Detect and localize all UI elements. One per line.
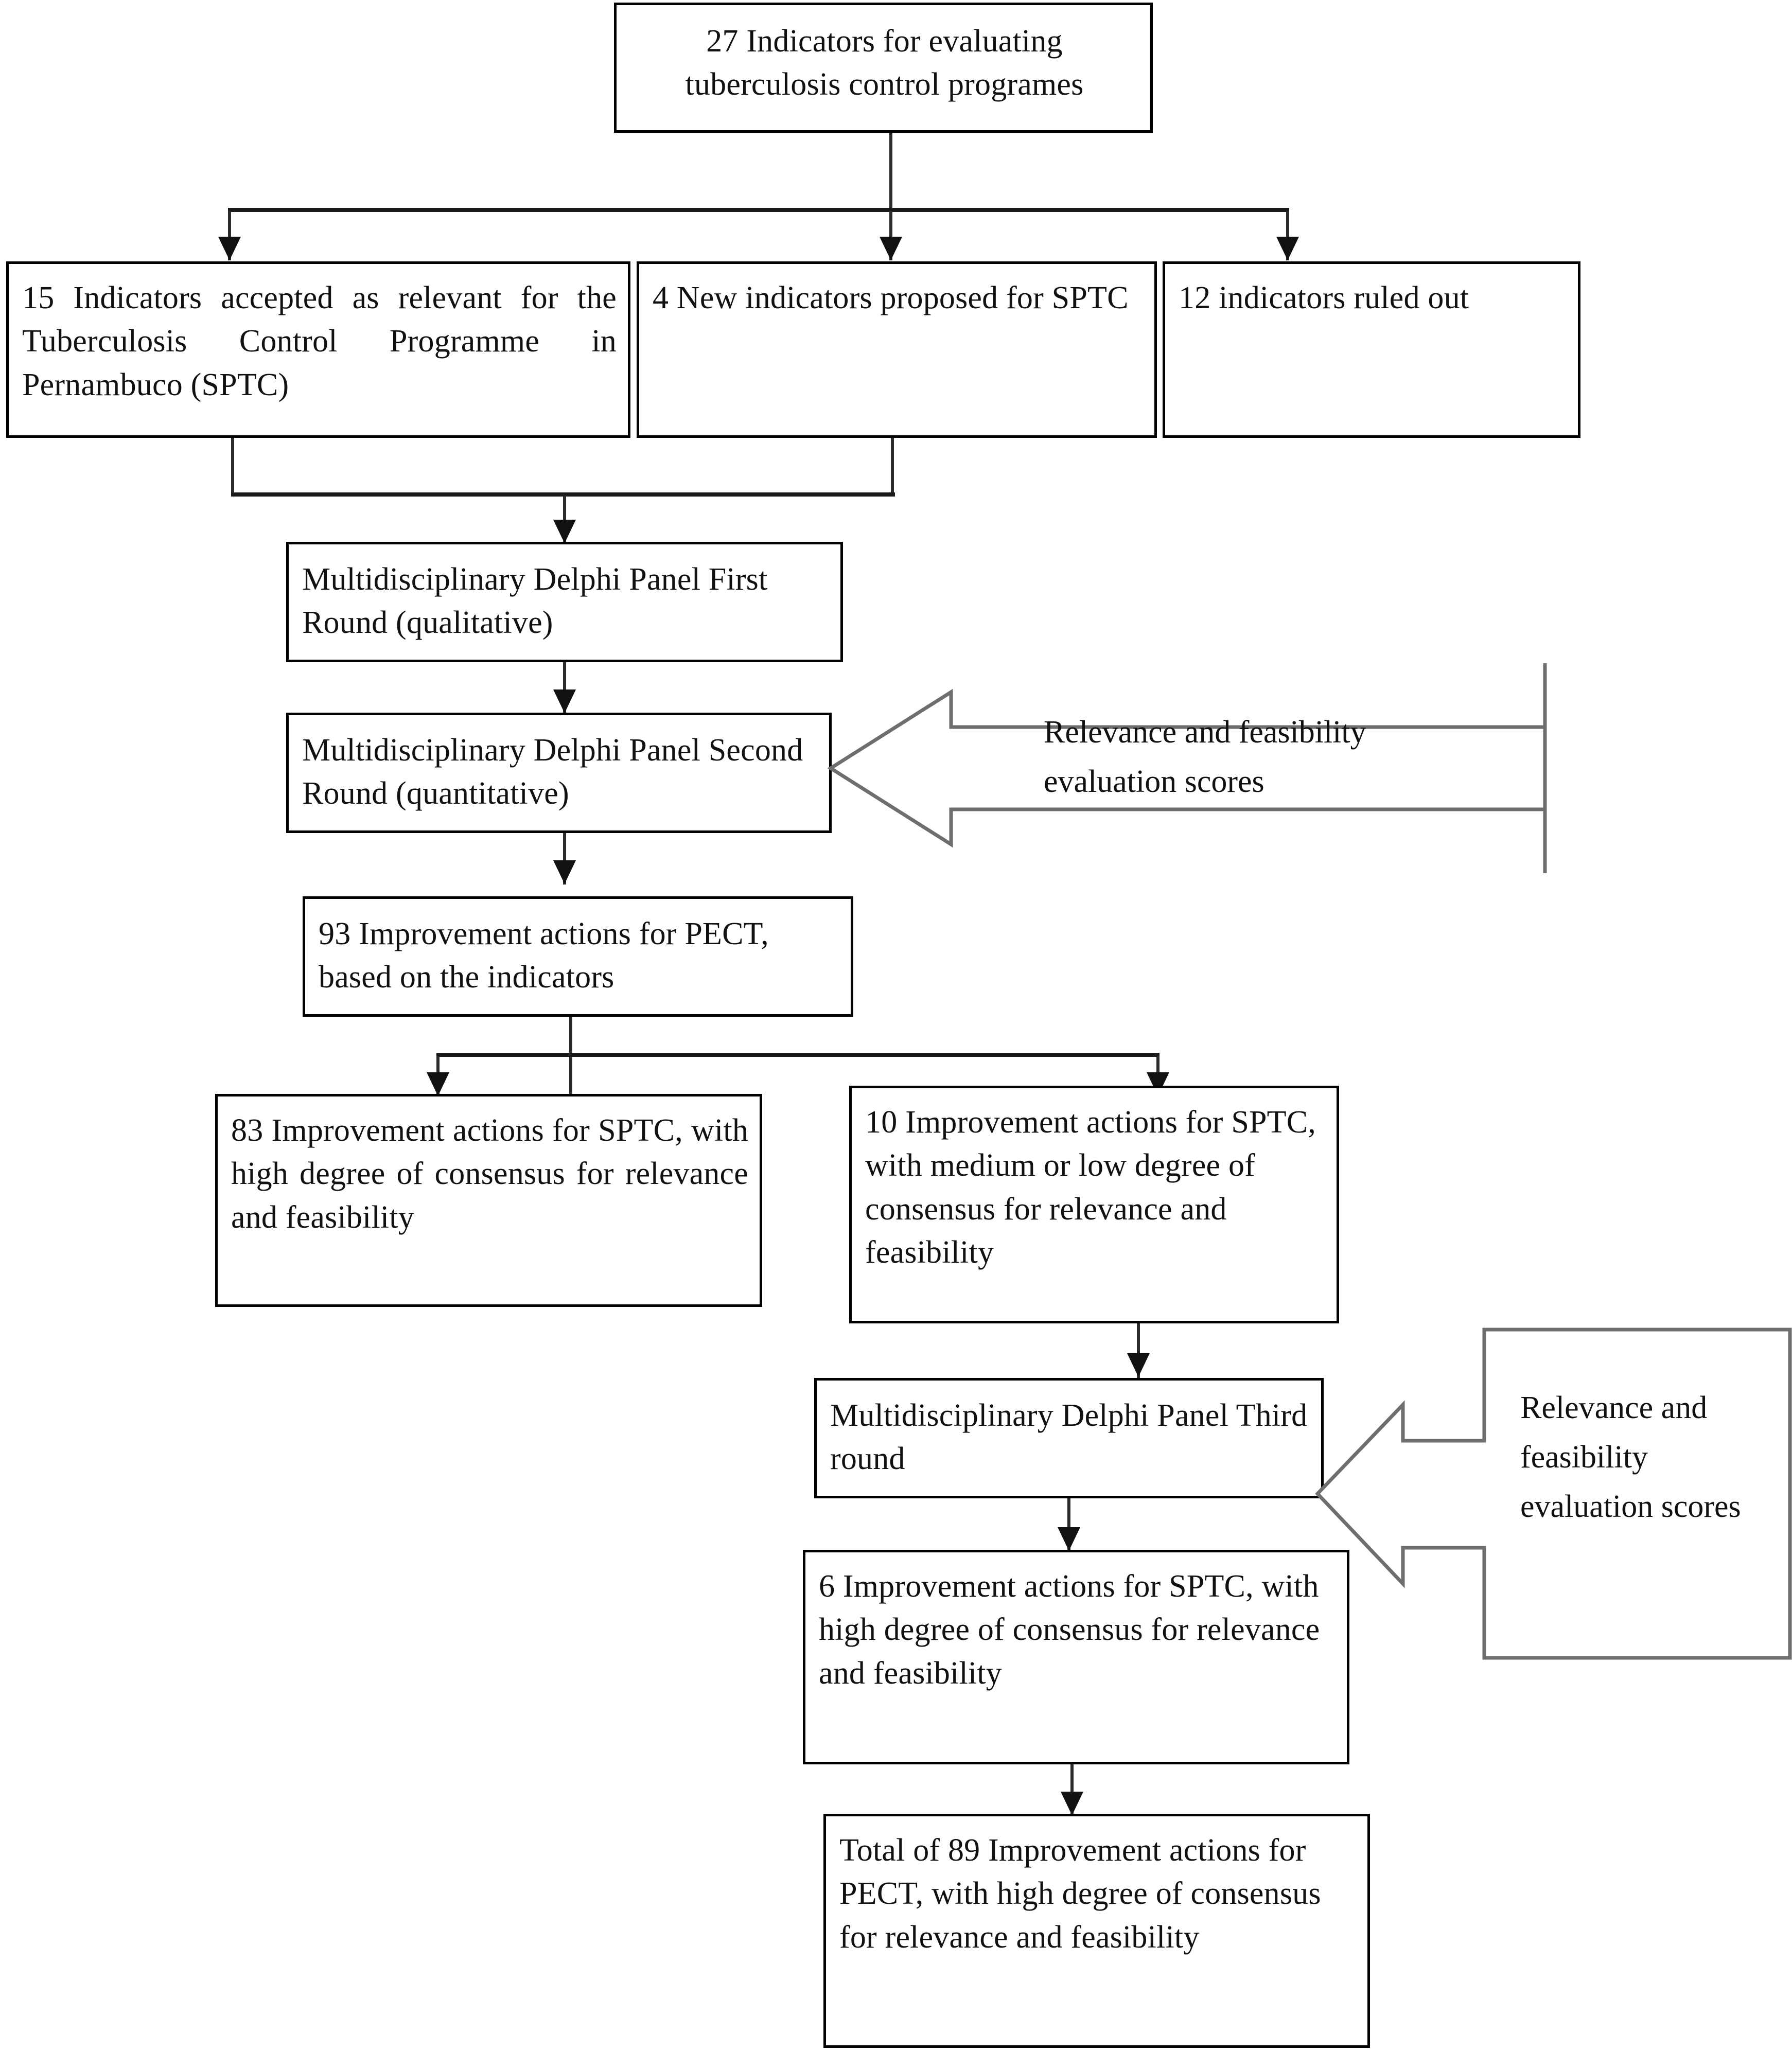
node-indicators-ruled-out: 12 indicators ruled out <box>1163 261 1580 438</box>
node-actions-10: 10 Improvement actions for SPTC, with me… <box>849 1086 1339 1323</box>
node-delphi-round3: Multidisciplinary Delphi Panel Third rou… <box>814 1378 1324 1498</box>
connector-merge-bar <box>231 492 895 497</box>
connector-to-ruled-out <box>1286 211 1289 260</box>
connector-r3-to-6 <box>1067 1498 1070 1553</box>
node-actions-total-89: Total of 89 Improvement actions for PECT… <box>823 1814 1370 2048</box>
left-block-arrow-icon <box>1315 1328 1792 1660</box>
node-actions-total-89-label: Total of 89 Improvement actions for PECT… <box>839 1833 1321 1955</box>
arrow-to-new <box>880 237 902 260</box>
node-indicators-accepted: 15 Indicators accepted as relevant for t… <box>6 261 630 438</box>
node-indicators-total-label: 27 Indicators for evaluating tuberculosi… <box>685 24 1084 102</box>
arrow-to-actions-93 <box>553 860 576 884</box>
connector-accepted-down <box>231 438 234 496</box>
connector-row1-bar <box>228 208 1289 212</box>
node-indicators-new-label: 4 New indicators proposed for SPTC <box>653 280 1129 315</box>
node-indicators-total: 27 Indicators for evaluating tuberculosi… <box>614 3 1153 133</box>
node-indicators-ruled-out-label: 12 indicators ruled out <box>1179 280 1469 315</box>
callout-scores-round3-label: Relevance and feasibility evaluation sco… <box>1520 1390 1741 1525</box>
arrow-to-actions-83 <box>427 1072 449 1096</box>
node-actions-83: 83 Improvement actions for SPTC, with hi… <box>215 1094 762 1307</box>
callout-scores-round3: Relevance and feasibility evaluation sco… <box>1314 1326 1792 1661</box>
node-delphi-round2: Multidisciplinary Delphi Panel Second Ro… <box>286 713 832 833</box>
arrow-to-accepted <box>218 237 241 260</box>
arrow-to-ruled-out <box>1276 237 1299 260</box>
callout-scores-round2: Relevance and feasibility evaluation sco… <box>828 660 1548 876</box>
arrow-to-actions-6 <box>1058 1527 1080 1551</box>
node-delphi-round3-label: Multidisciplinary Delphi Panel Third rou… <box>830 1398 1308 1477</box>
connector-to-accepted <box>228 211 231 260</box>
connector-new-down <box>891 438 894 496</box>
callout-scores-round2-label: Relevance and feasibility evaluation sco… <box>1044 715 1366 800</box>
node-delphi-round2-label: Multidisciplinary Delphi Panel Second Ro… <box>302 733 803 811</box>
arrow-to-delphi-round3 <box>1127 1353 1150 1377</box>
node-delphi-round1-label: Multidisciplinary Delphi Panel First Rou… <box>302 562 768 641</box>
connector-6-to-total <box>1070 1764 1074 1816</box>
connector-merge-stem <box>563 496 566 543</box>
node-actions-83-label: 83 Improvement actions for SPTC, with hi… <box>231 1113 748 1235</box>
node-actions-6-label: 6 Improvement actions for SPTC, with hig… <box>819 1569 1320 1691</box>
node-delphi-round1: Multidisciplinary Delphi Panel First Rou… <box>286 542 843 662</box>
node-actions-6: 6 Improvement actions for SPTC, with hig… <box>803 1550 1349 1764</box>
node-actions-10-label: 10 Improvement actions for SPTC, with me… <box>865 1105 1316 1270</box>
node-actions-93: 93 Improvement actions for PECT, based o… <box>303 896 853 1017</box>
node-actions-93-label: 93 Improvement actions for PECT, based o… <box>319 916 769 995</box>
connector-split-bar <box>436 1053 1159 1057</box>
connector-to-new <box>889 211 892 260</box>
connector-top-stem <box>889 133 892 210</box>
arrow-to-delphi-round2 <box>553 689 576 713</box>
left-block-arrow-icon <box>828 663 1547 873</box>
connector-r1-to-r2 <box>563 662 566 714</box>
arrow-to-actions-total <box>1061 1792 1083 1815</box>
node-indicators-new: 4 New indicators proposed for SPTC <box>637 261 1157 438</box>
arrow-to-delphi-round1 <box>553 520 576 543</box>
node-indicators-accepted-label: 15 Indicators accepted as relevant for t… <box>22 280 617 402</box>
connector-r2-to-93 <box>563 833 566 885</box>
